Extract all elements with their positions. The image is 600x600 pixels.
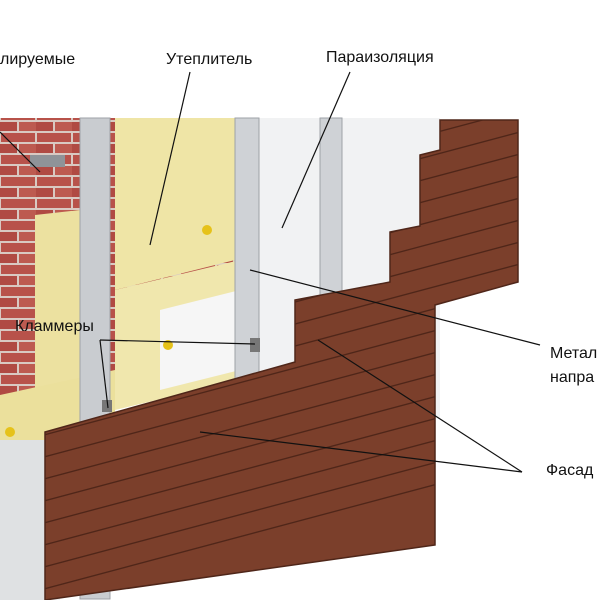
clamp	[102, 400, 112, 412]
label-insulation: Утеплитель	[166, 51, 253, 68]
label-metal-rails-line2: напра	[550, 369, 595, 386]
insulation-panel	[35, 210, 80, 400]
insulation-panel	[115, 118, 235, 290]
metal-rail	[0, 440, 45, 600]
label-anchors: лируемые	[0, 51, 76, 68]
dowel	[5, 427, 15, 437]
label-metal-rails-line1: Метал	[550, 345, 598, 362]
leader-lines	[0, 71, 541, 473]
dowel	[202, 225, 212, 235]
bracket	[30, 155, 65, 167]
label-vapor-barrier: Параизоляция	[326, 49, 434, 66]
siding-outline	[44, 119, 519, 600]
dowel	[163, 340, 173, 350]
clamp	[250, 338, 260, 352]
label-facade: Фасад	[546, 462, 594, 479]
vapor-barrier-panel	[160, 290, 240, 390]
metal-rail	[319, 117, 343, 309]
label-clamps: Кламмеры	[15, 318, 94, 335]
